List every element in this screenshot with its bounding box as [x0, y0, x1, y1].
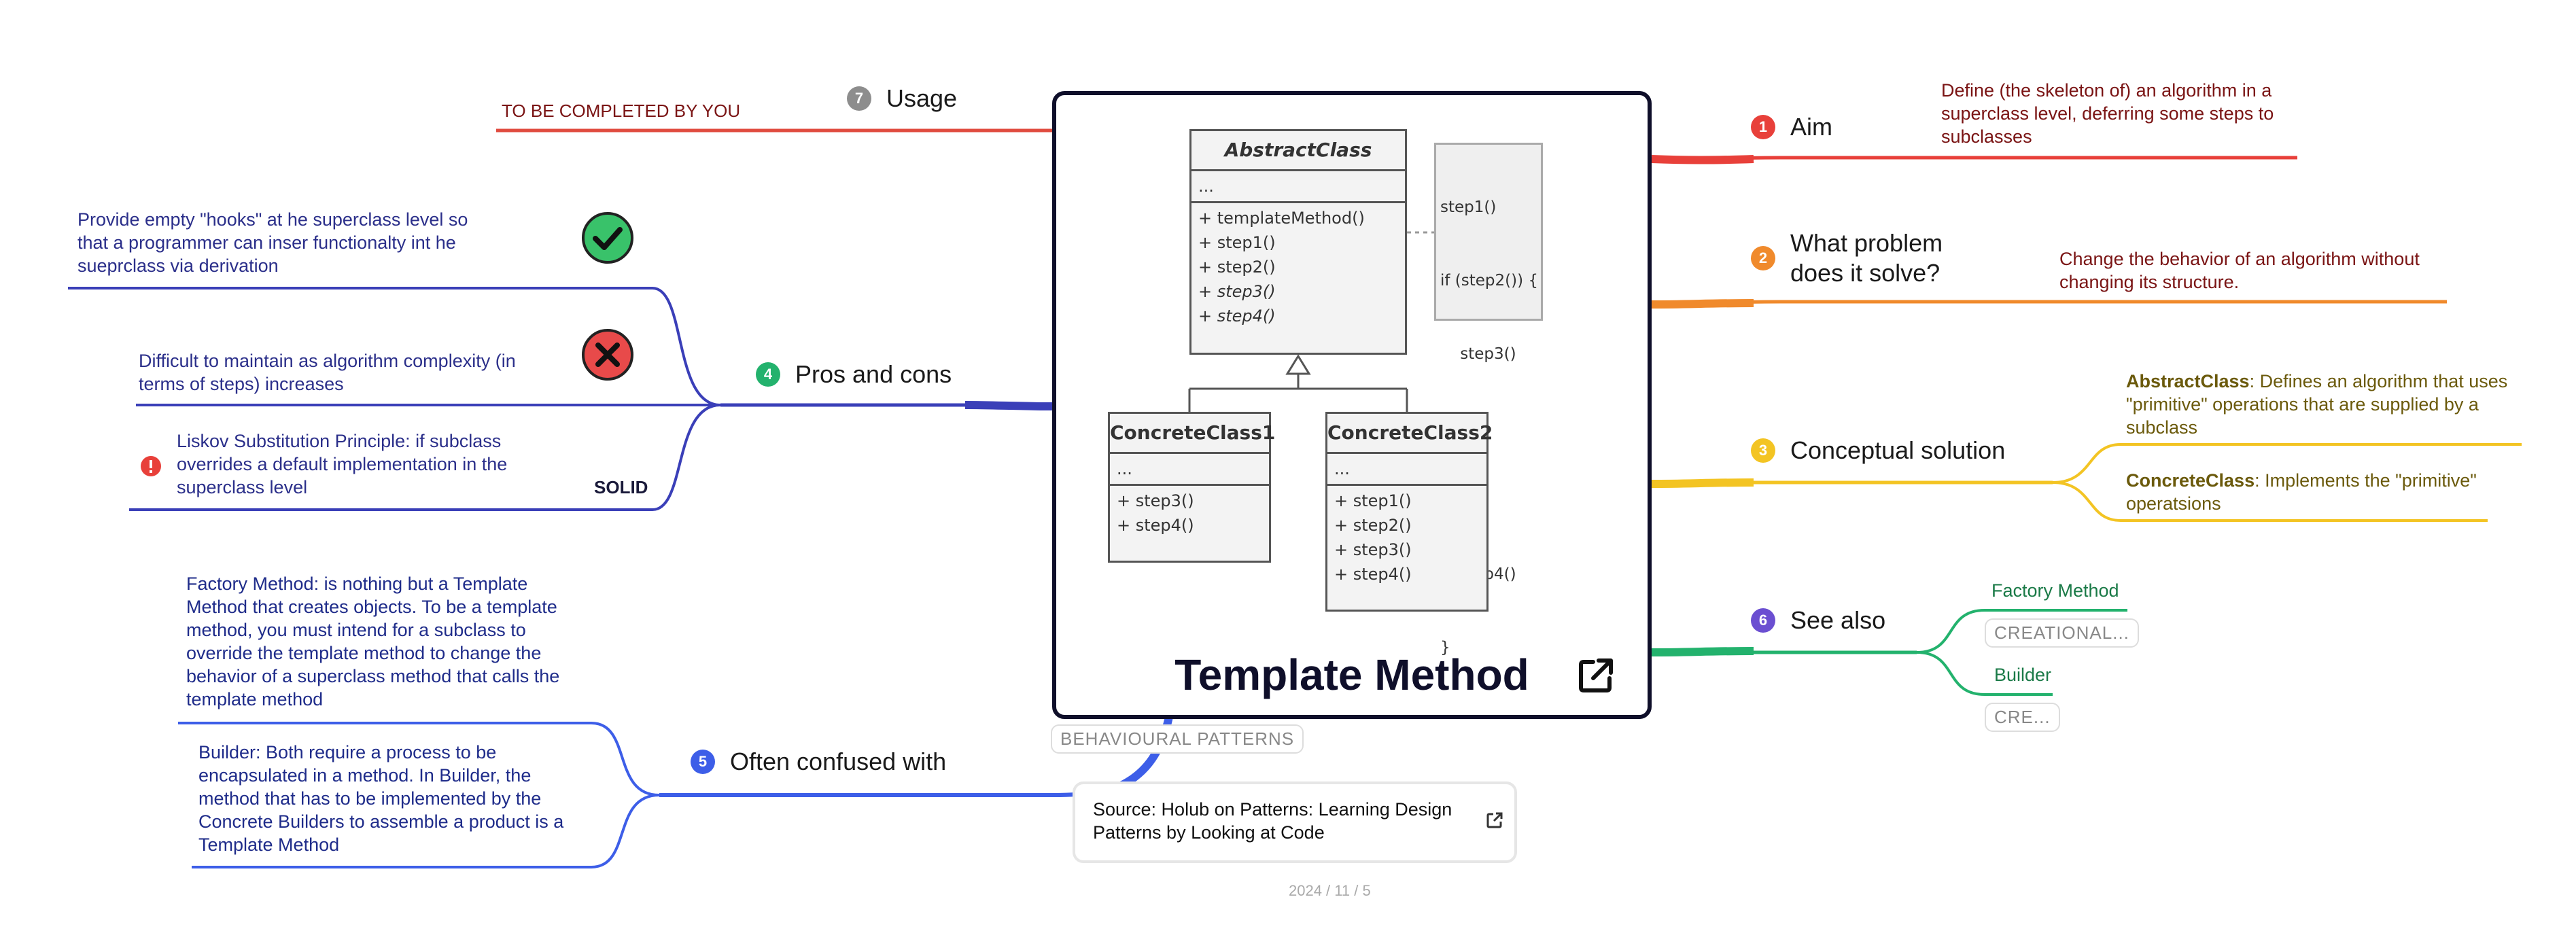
pros-cons-branch[interactable]: 4 Pros and cons [756, 360, 952, 389]
cross-icon [580, 328, 635, 385]
item-bold: ConcreteClass [2126, 470, 2255, 491]
class-methods: + step3() + step4() [1110, 484, 1269, 540]
problem-connector [1651, 300, 2447, 305]
problem-note: Change the behavior of an algorithm with… [2059, 249, 2420, 292]
class-methods: + step1() + step2() + step3() + step4() [1327, 484, 1486, 589]
creational-tag: CREATIONAL... [1985, 618, 2139, 648]
see-also-branch[interactable]: 6 See also [1751, 606, 1885, 635]
confused-branch[interactable]: 5 Often confused with [691, 748, 946, 776]
uml-concrete-class-2: ConcreteClass2 ... + step1() + step2() +… [1325, 412, 1493, 612]
uml-concrete-class-1: ConcreteClass1 ... + step3() + step4() [1108, 412, 1275, 563]
date-label: 2024 / 11 / 5 [1289, 882, 1371, 899]
solution-item-concrete: ConcreteClass: Implements the "primitive… [2126, 469, 2520, 515]
number-badge: 1 [1751, 115, 1775, 139]
behavioural-patterns-tag: BEHAVIOURAL PATTERNS [1051, 724, 1304, 754]
see-also-link-builder[interactable]: Builder [1994, 665, 2052, 685]
method: + step4() [1117, 516, 1194, 535]
uml-abstract-class: AbstractClass ... + templateMethod() + s… [1189, 129, 1407, 355]
number-badge: 3 [1751, 438, 1775, 463]
method: + step2() [1334, 516, 1412, 535]
class-name: AbstractClass [1191, 131, 1405, 171]
branch-title: Aim [1790, 113, 1832, 141]
class-name: ConcreteClass1 [1110, 414, 1275, 454]
usage-branch[interactable]: 7 Usage [847, 84, 957, 113]
central-topic-title: Template Method [1174, 650, 1529, 699]
number-badge: 6 [1751, 608, 1775, 633]
number-badge: 7 [847, 86, 871, 111]
item-bold: AbstractClass [2126, 371, 2250, 391]
aim-note: Define (the skeleton of) an algorithm in… [1941, 80, 2274, 147]
branch-title: Usage [886, 84, 958, 112]
class-name: ConcreteClass2 [1327, 414, 1493, 454]
branch-title: Often confused with [730, 748, 947, 775]
class-fields: ... [1117, 459, 1132, 478]
method: + templateMethod() [1198, 209, 1365, 228]
source-note[interactable]: Source: Holub on Patterns: Learning Desi… [1073, 781, 1517, 863]
creational-tag-short: CRE... [1985, 703, 2060, 732]
con-note: Difficult to maintain as algorithm compl… [139, 351, 516, 394]
branch-title: Pros and cons [795, 360, 952, 388]
number-badge: 4 [756, 362, 780, 387]
confused-item-builder: Builder: Both require a process to be en… [198, 742, 564, 855]
method: + step3() [1117, 491, 1194, 510]
class-methods: + templateMethod() + step1() + step2() +… [1191, 201, 1405, 331]
solution-branch[interactable]: 3 Conceptual solution [1751, 436, 2005, 465]
external-link-icon[interactable] [1577, 656, 1615, 698]
branch-title: Conceptual solution [1790, 436, 2006, 464]
warn-note: Liskov Substitution Principle: if subcla… [177, 431, 508, 497]
confused-item-factory: Factory Method: is nothing but a Templat… [186, 574, 560, 709]
check-icon [580, 211, 635, 268]
branch-title-line2: does it solve? [1790, 259, 1940, 287]
method: + step3() [1198, 282, 1276, 301]
branch-title-line1: What problem [1790, 229, 1943, 257]
method: + step1() [1334, 491, 1412, 510]
central-topic-card[interactable]: AbstractClass ... + templateMethod() + s… [1052, 91, 1652, 719]
item-text: : Implements the "primitive" operatsions [2126, 470, 2477, 514]
number-badge: 5 [691, 750, 715, 774]
number-badge: 2 [1751, 246, 1775, 270]
class-fields: ... [1198, 177, 1214, 196]
solution-item-abstract: AbstractClass: Defines an algorithm that… [2126, 370, 2527, 439]
note-line: step1() [1440, 198, 1497, 216]
class-fields: ... [1334, 459, 1350, 478]
method: + step4() [1334, 565, 1412, 584]
branch-title: See also [1790, 606, 1886, 634]
source-link-icon[interactable] [1486, 811, 1503, 832]
warning-icon [140, 455, 162, 480]
method: + step1() [1198, 233, 1276, 252]
problem-branch[interactable]: 2 What problem does it solve? [1751, 228, 1943, 288]
item-text: : Defines an algorithm that uses "primit… [2126, 371, 2508, 438]
note-line: if (step2()) { [1440, 272, 1539, 289]
solid-label: SOLID [594, 477, 648, 497]
pro-note: Provide empty "hooks" at he superclass l… [77, 209, 468, 276]
note-line: step3() [1440, 345, 1516, 363]
source-label: Source: Holub on Patterns: Learning Desi… [1093, 799, 1452, 843]
method: + step4() [1198, 306, 1276, 326]
method: + step3() [1334, 540, 1412, 559]
aim-branch[interactable]: 1 Aim [1751, 113, 1832, 141]
note-line: } [1440, 639, 1450, 656]
see-also-link-factory-method[interactable]: Factory Method [1991, 580, 2119, 601]
uml-lines [1188, 231, 1434, 412]
usage-note: TO BE COMPLETED BY YOU [502, 101, 741, 121]
method: + step2() [1198, 258, 1276, 277]
